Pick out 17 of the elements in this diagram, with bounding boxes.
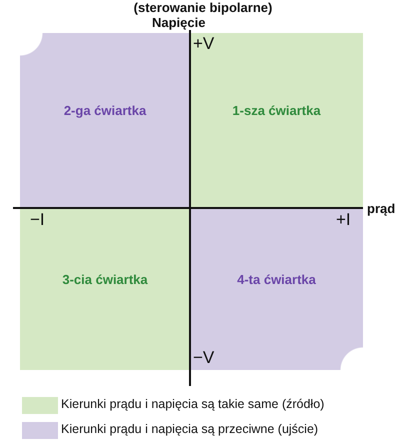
quadrant-label: 3-cia ćwiartka <box>62 272 148 286</box>
quadrant-area <box>20 208 190 370</box>
quadrant-area <box>20 33 190 208</box>
axis-label: prąd <box>367 201 396 216</box>
axis-label: −V <box>193 348 214 368</box>
quadrant-area <box>190 208 363 370</box>
legend-text: Kierunki prądu i napięcia są takie same (źródło) <box>61 397 324 411</box>
axis-label: +V <box>193 34 214 54</box>
axis-label: +I <box>336 210 351 230</box>
axis-label: −I <box>30 210 45 230</box>
axis-label: Napięcie <box>152 15 206 30</box>
quadrant-label: 2-ga ćwiartka <box>64 103 146 118</box>
quadrant-label: 4-ta ćwiartka <box>237 272 316 286</box>
quadrant-area <box>190 33 363 208</box>
quadrant-label: 1-sza ćwiartka <box>232 103 321 118</box>
legend-text: Kierunki prądu i napięcia są przeciwne (ujście) <box>61 422 318 436</box>
title: (sterowanie bipolarne) <box>132 0 274 15</box>
